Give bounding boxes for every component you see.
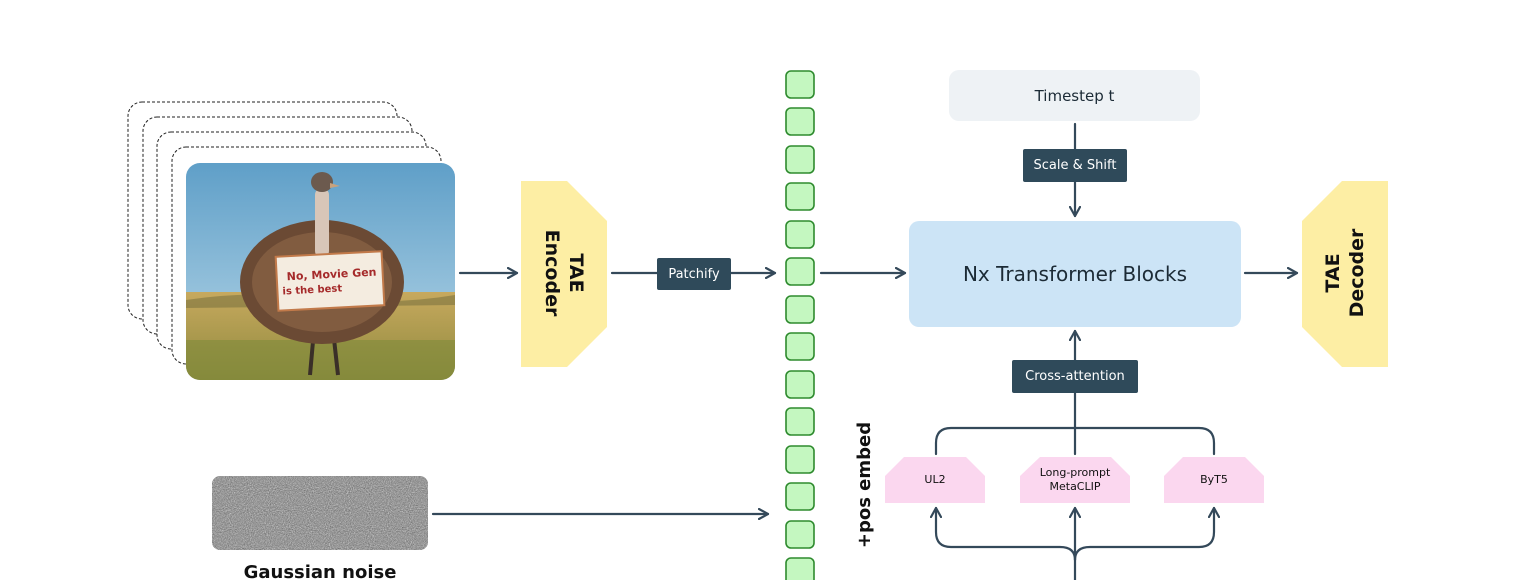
token <box>785 295 815 324</box>
tae-encoder-shape <box>521 181 607 367</box>
tae-decoder-line2: Decoder <box>1346 228 1368 318</box>
sign-text-line2: is the best <box>282 283 342 297</box>
gaussian-noise-image <box>212 476 428 550</box>
branch-top <box>934 426 1216 456</box>
token <box>785 445 815 474</box>
tae-decoder-line1: TAE <box>1322 253 1344 293</box>
tae-decoder-shape <box>1302 181 1388 367</box>
patchify-label: Patchify <box>657 258 731 290</box>
token <box>785 70 815 99</box>
tae-encoder-label: TAE Encoder <box>541 213 587 333</box>
timestep-label: Timestep t <box>1034 86 1115 105</box>
token <box>785 407 815 436</box>
scale-shift-label: Scale & Shift <box>1023 149 1127 182</box>
token <box>785 107 815 136</box>
token <box>785 557 815 580</box>
byt5-encoder-shape <box>1164 457 1264 503</box>
metaclip-label: Long-prompt MetaCLIP <box>1020 457 1130 503</box>
token <box>785 257 815 286</box>
token <box>785 145 815 174</box>
gaussian-noise-label: Gaussian noise <box>243 562 397 583</box>
ul2-encoder-shape <box>885 457 985 503</box>
metaclip-line1: Long-prompt <box>1039 466 1111 479</box>
arrows <box>431 122 1299 580</box>
metaclip-line2: MetaCLIP <box>1049 480 1101 493</box>
ul2-label: UL2 <box>885 457 985 503</box>
metaclip-encoder-shape <box>1020 457 1130 503</box>
token-column <box>785 70 815 580</box>
branch-bottom-left <box>936 506 1077 580</box>
tae-encoder-line1: TAE <box>565 253 587 293</box>
branch-bottom-right <box>1073 506 1214 562</box>
token <box>785 332 815 361</box>
timestep-box <box>949 70 1200 121</box>
token <box>785 370 815 399</box>
byt5-label: ByT5 <box>1164 457 1264 503</box>
token <box>785 182 815 211</box>
tae-decoder-label: TAE Decoder <box>1322 213 1368 333</box>
ul2-line1: UL2 <box>924 473 946 486</box>
token <box>785 482 815 511</box>
pos-embed-label: +pos embed <box>854 421 875 549</box>
cross-attention-label: Cross-attention <box>1012 360 1138 393</box>
sign-text-line1: No, Movie Gen <box>286 266 376 284</box>
byt5-line1: ByT5 <box>1200 473 1228 486</box>
transformer-box <box>909 221 1241 327</box>
token <box>785 220 815 249</box>
sign-board <box>274 250 386 312</box>
tae-encoder-line2: Encoder <box>541 229 563 317</box>
token <box>785 520 815 549</box>
transformer-label: Nx Transformer Blocks <box>962 262 1188 286</box>
